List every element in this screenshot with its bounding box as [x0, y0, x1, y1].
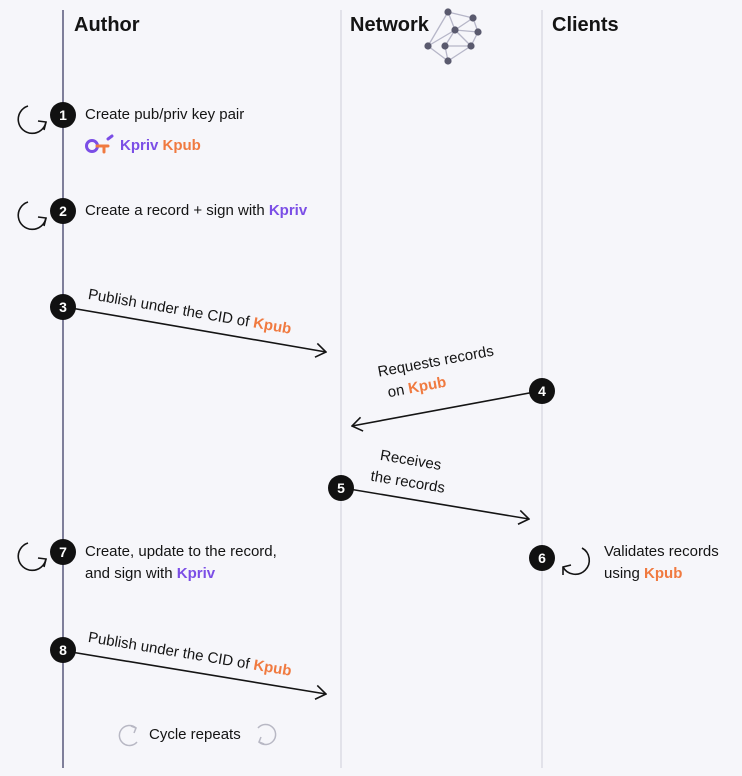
lane-title-author: Author	[74, 14, 140, 36]
step-number: 3	[59, 299, 67, 315]
key-pair-labels: Kpriv Kpub	[120, 135, 201, 157]
step-badge: 4	[529, 378, 555, 404]
step-6-line-2: using Kpub	[604, 563, 719, 585]
step-1-text: Create pub/priv key pair	[85, 106, 245, 123]
lane-title-clients: Clients	[552, 14, 619, 36]
step-6-text: Validates records using Kpub	[604, 541, 719, 585]
cycle-arrow-icon	[118, 724, 138, 747]
step-badge: 6	[529, 545, 555, 571]
step-badge: 3	[50, 294, 76, 320]
step-number: 8	[59, 642, 67, 658]
arrow-receive	[342, 487, 529, 519]
step-2-label: Create a record + sign with	[85, 202, 265, 219]
self-loop-arrow-icon	[17, 201, 47, 231]
step-number: 1	[59, 107, 67, 123]
step-7-line-1: Create, update to the record,	[85, 543, 277, 560]
step-2-text: Create a record + sign with Kpriv	[85, 200, 307, 222]
step-number: 5	[337, 480, 345, 496]
step-number: 7	[59, 544, 67, 560]
network-graph-icon	[424, 8, 482, 65]
self-loop-arrow-icon	[17, 105, 47, 135]
self-loop-arrow-icon	[17, 542, 47, 572]
step-badge: 1	[50, 102, 76, 128]
kpub-label: Kpub	[644, 565, 683, 582]
step-badge: 7	[50, 539, 76, 565]
kpub-label: Kpub	[162, 137, 201, 154]
cycle-repeats-label: Cycle repeats	[149, 726, 241, 743]
arrow-publish-1	[64, 306, 326, 352]
step-badge: 5	[328, 475, 354, 501]
step-4-on: on	[386, 381, 406, 402]
step-6-using: using	[604, 565, 640, 582]
kpub-label: Kpub	[252, 656, 293, 680]
kpriv-label: Kpriv	[120, 137, 159, 154]
kpriv-label: Kpriv	[176, 565, 216, 582]
lane-title-network: Network	[350, 14, 429, 36]
kpub-label: Kpub	[251, 314, 293, 338]
step-number: 4	[538, 383, 546, 399]
step-badge: 8	[50, 637, 76, 663]
kpriv-label: Kpriv	[268, 202, 308, 219]
cycle-arrow-icon	[257, 723, 277, 746]
step-6-line-1: Validates records	[604, 543, 719, 560]
step-number: 2	[59, 203, 67, 219]
self-loop-arrow-icon	[562, 547, 591, 576]
step-7-line-2: and sign with Kpriv	[85, 563, 277, 585]
kpub-label: Kpub	[406, 373, 448, 398]
arrow-request	[352, 390, 541, 426]
step-7-sign: and sign with	[85, 565, 173, 582]
step-number: 6	[538, 550, 546, 566]
step-badge: 2	[50, 198, 76, 224]
arrow-publish-2	[64, 650, 326, 694]
step-7-text: Create, update to the record, and sign w…	[85, 541, 277, 585]
key-icon	[85, 134, 114, 154]
